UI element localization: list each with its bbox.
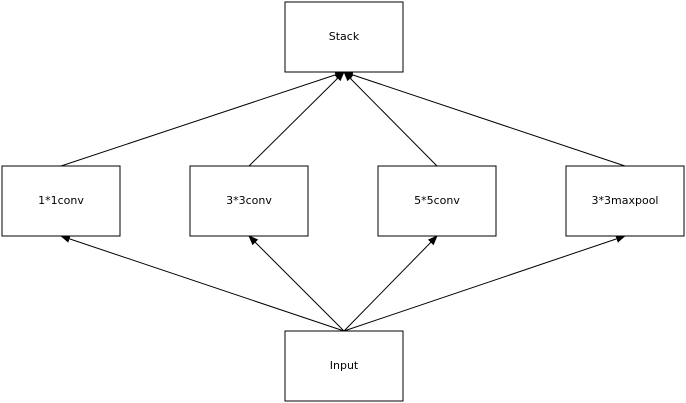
edges-group [60,71,626,332]
edge-conv3x3-to-stack [248,71,345,167]
node-conv1x1[interactable]: 1*1conv [1,165,121,237]
edge-input-to-conv5x5 [343,235,438,332]
node-conv3x3-label: 3*3conv [226,194,272,207]
node-input[interactable]: Input [284,330,404,402]
edge-maxpool3x3-to-stack [343,71,626,167]
node-maxpool3x3-label: 3*3maxpool [592,194,659,207]
node-conv5x5-label: 5*5conv [414,194,460,207]
node-conv1x1-box [1,165,121,237]
node-conv1x1-label: 1*1conv [38,194,84,207]
node-conv5x5-box [377,165,497,237]
node-conv3x3[interactable]: 3*3conv [189,165,309,237]
node-input-label: Input [330,359,359,372]
node-conv3x3-box [189,165,309,237]
node-input-box [284,330,404,402]
edge-input-to-conv1x1 [60,235,345,332]
node-conv5x5[interactable]: 5*5conv [377,165,497,237]
edge-conv5x5-to-stack [343,71,438,167]
node-maxpool3x3[interactable]: 3*3maxpool [565,165,685,237]
node-stack-label: Stack [329,30,360,43]
node-stack[interactable]: Stack [284,1,404,73]
edge-conv1x1-to-stack [60,71,345,167]
node-stack-box [284,1,404,73]
edge-input-to-conv3x3 [248,235,345,332]
edge-input-to-maxpool3x3 [343,235,626,332]
node-maxpool3x3-box [565,165,685,237]
